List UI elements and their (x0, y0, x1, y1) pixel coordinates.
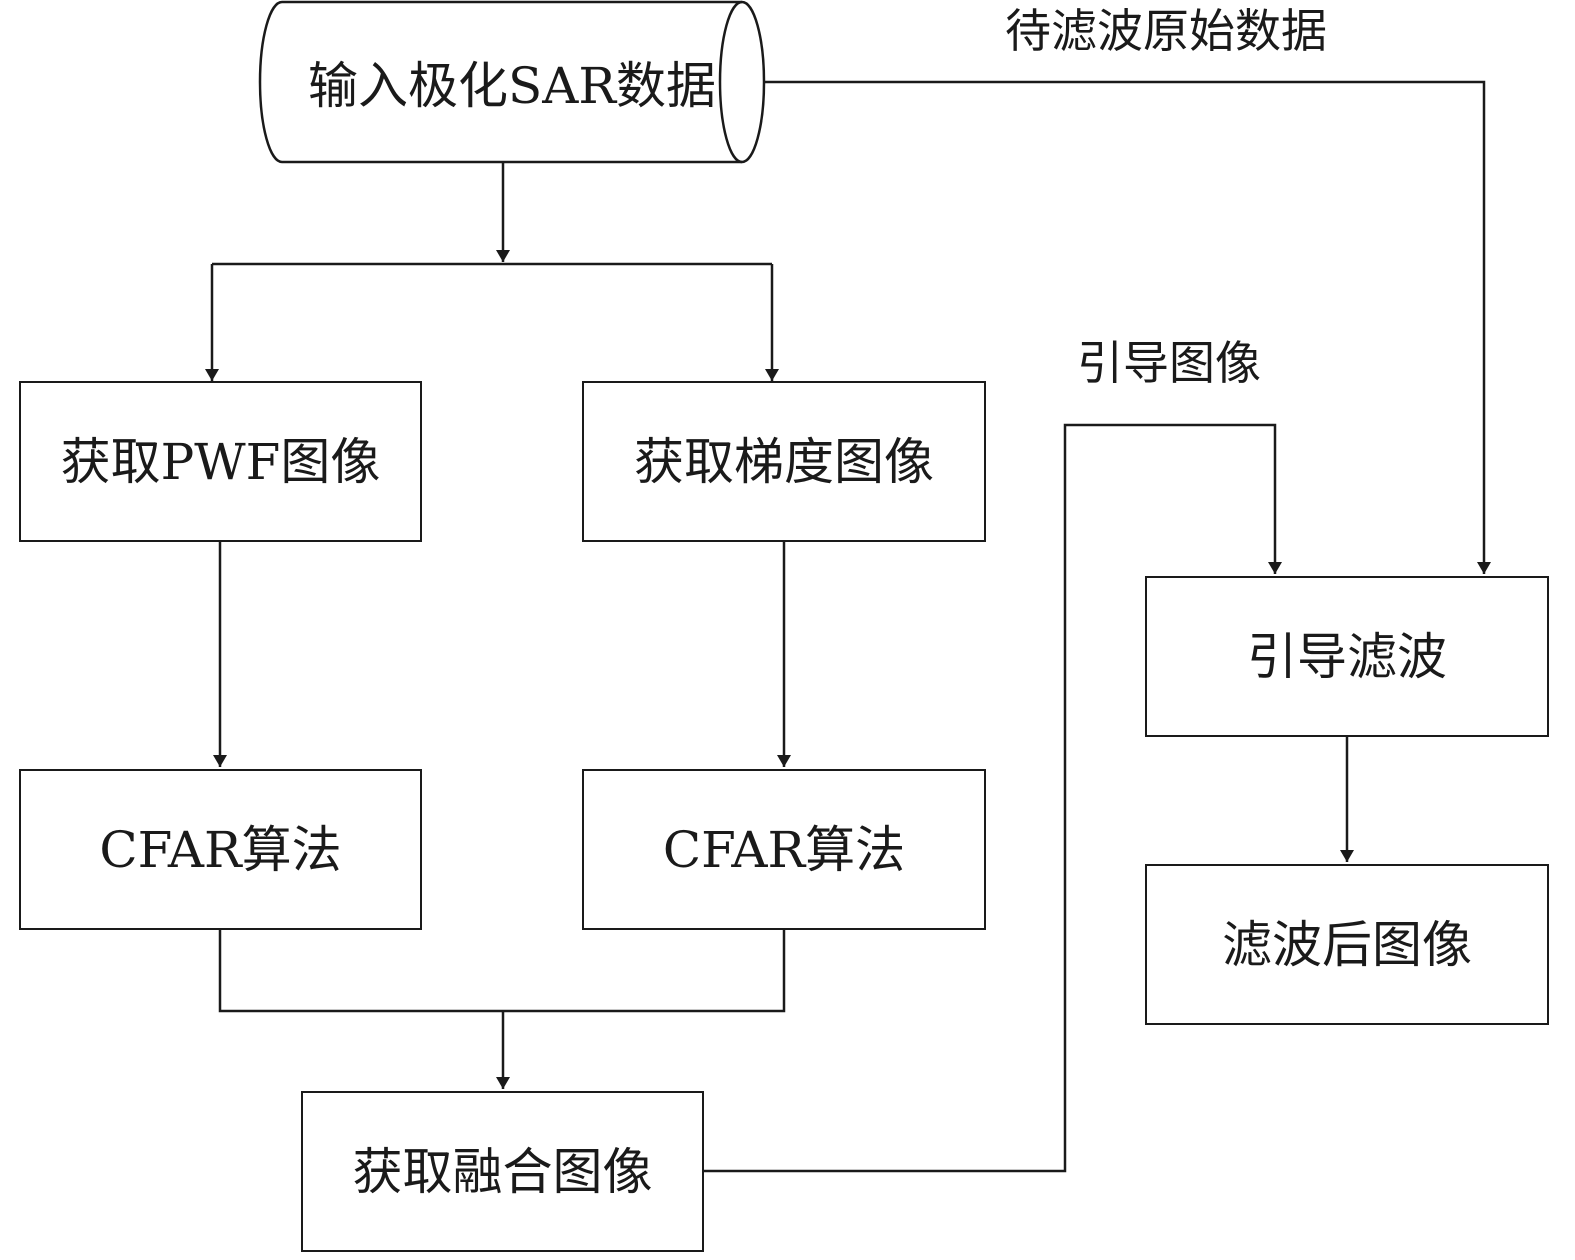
filtered-image-node: 滤波后图像 (1145, 864, 1549, 1025)
guided-filter-node: 引导滤波 (1145, 576, 1549, 737)
arrow-fusion-to-guided-filter (704, 423, 1282, 1173)
pwf-image-node: 获取PWF图像 (19, 381, 422, 542)
fusion-image-node: 获取融合图像 (301, 1091, 704, 1252)
guide-image-label: 引导图像 (1077, 336, 1261, 390)
arrow-raw-data-to-guided-filter (764, 80, 1491, 574)
gradient-image-node: 获取梯度图像 (582, 381, 986, 542)
cfar-left-node: CFAR算法 (19, 769, 422, 930)
merge-connector (218, 929, 786, 1013)
cfar-right-node: CFAR算法 (582, 769, 986, 930)
raw-data-label: 待滤波原始数据 (1005, 4, 1327, 58)
input-node-label: 输入极化SAR数据 (307, 57, 716, 115)
input-data-cylinder (258, 0, 766, 164)
